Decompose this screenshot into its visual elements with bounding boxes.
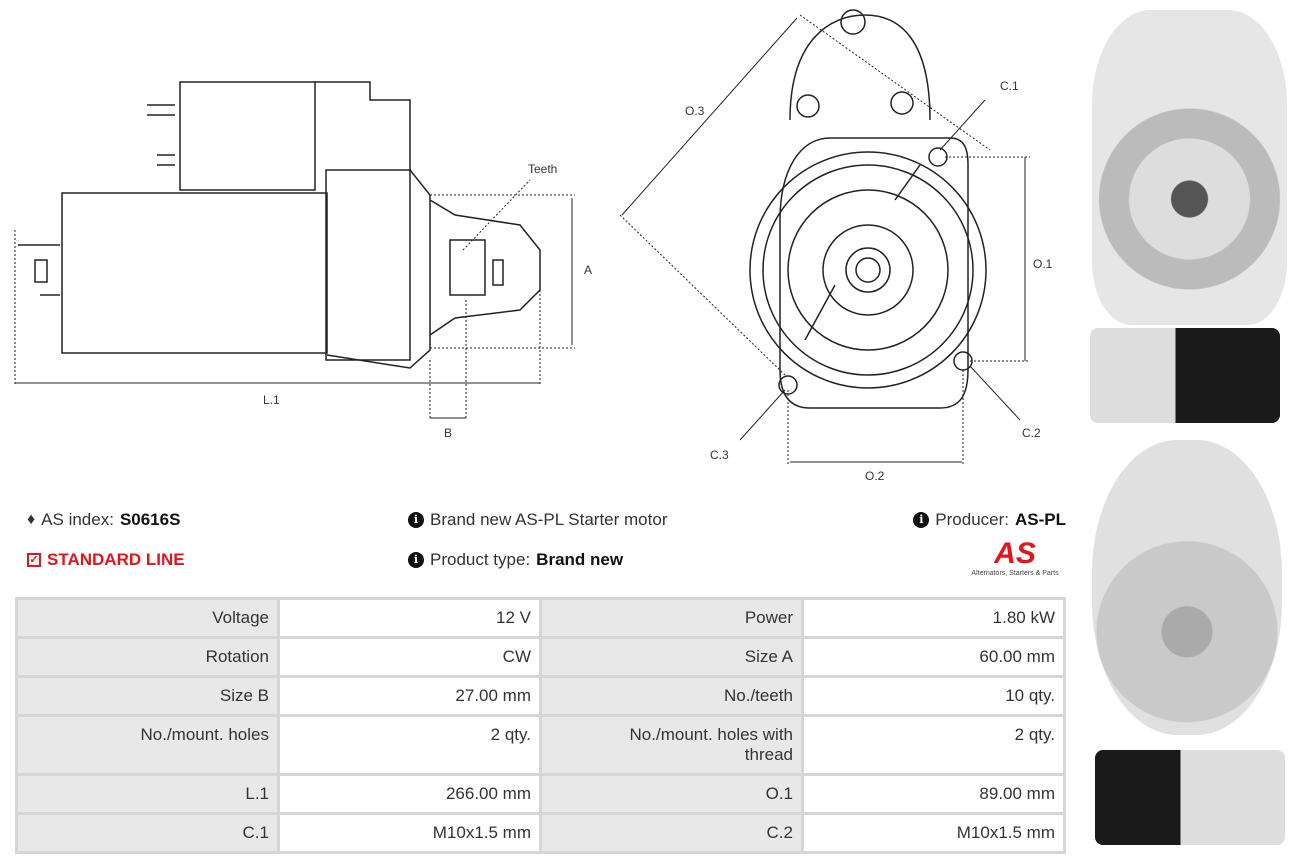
product-photo-side-2 xyxy=(1095,750,1285,845)
description: i Brand new AS-PL Starter motor xyxy=(408,510,667,530)
o2-label: O.2 xyxy=(865,469,885,483)
c3-label: C.3 xyxy=(710,448,729,462)
as-index: ♦ AS index: S0616S xyxy=(27,510,180,530)
c1-label: C.1 xyxy=(1000,79,1019,93)
info-icon: i xyxy=(408,512,424,528)
spec-value: 60.00 mm xyxy=(801,636,1066,678)
checkbox-icon: ✓ xyxy=(27,553,41,567)
spec-key: Size B xyxy=(15,675,280,717)
spec-key: C.1 xyxy=(15,812,280,854)
l1-label: L.1 xyxy=(263,393,280,407)
info-icon: i xyxy=(913,512,930,528)
logo-tagline: Alternators, Starters & Parts xyxy=(971,570,1059,577)
standard-line-label: STANDARD LINE xyxy=(47,550,185,569)
size-b-label: B xyxy=(444,426,452,440)
side-view-drawing: Teeth A B L.1 xyxy=(14,81,592,440)
product-type: i Product type: Brand new xyxy=(408,550,623,570)
spec-key: O.1 xyxy=(539,773,804,815)
product-photo-rear xyxy=(1092,440,1282,735)
info-icon: i xyxy=(408,552,424,568)
spec-value: 89.00 mm xyxy=(801,773,1066,815)
logo-mark: AS xyxy=(960,538,1070,570)
producer-label: Producer: xyxy=(935,510,1009,529)
producer: i Producer: AS-PL xyxy=(913,510,1066,530)
spec-key: C.2 xyxy=(539,812,804,854)
spec-key: Size A xyxy=(539,636,804,678)
front-view-drawing: O.3 C.1 O.1 C.2 C.3 O.2 xyxy=(619,9,1053,483)
o1-label: O.1 xyxy=(1033,257,1053,271)
size-a-label: A xyxy=(584,263,592,277)
c2-label: C.2 xyxy=(1022,426,1041,440)
product-type-label: Product type: xyxy=(430,550,531,569)
spec-value: 10 qty. xyxy=(801,675,1066,717)
standard-line-badge: ✓ STANDARD LINE xyxy=(27,550,185,570)
spec-key: Voltage xyxy=(15,597,280,639)
product-type-value: Brand new xyxy=(536,550,624,569)
as-index-value: S0616S xyxy=(119,510,181,529)
spec-key: No./mount. holes with thread xyxy=(539,714,804,776)
tags-icon: ♦ xyxy=(27,511,36,528)
spec-value: 266.00 mm xyxy=(277,773,542,815)
spec-value: 2 qty. xyxy=(801,714,1066,776)
spec-value: 27.00 mm xyxy=(277,675,542,717)
spec-value: CW xyxy=(277,636,542,678)
product-photo-front xyxy=(1092,10,1287,325)
spec-value: 12 V xyxy=(277,597,542,639)
spec-value: 2 qty. xyxy=(277,714,542,776)
as-index-label: AS index: xyxy=(41,510,114,529)
spec-value: M10x1.5 mm xyxy=(277,812,542,854)
producer-value: AS-PL xyxy=(1015,510,1066,529)
as-pl-logo: AS Alternators, Starters & Parts xyxy=(960,538,1070,578)
spec-value: M10x1.5 mm xyxy=(801,812,1066,854)
o3-label: O.3 xyxy=(685,104,705,118)
spec-key: Rotation xyxy=(15,636,280,678)
teeth-label: Teeth xyxy=(528,162,557,176)
spec-key: No./mount. holes xyxy=(15,714,280,776)
spec-value: 1.80 kW xyxy=(801,597,1066,639)
spec-key: L.1 xyxy=(15,773,280,815)
spec-key: Power xyxy=(539,597,804,639)
description-text: Brand new AS-PL Starter motor xyxy=(430,510,668,529)
spec-key: No./teeth xyxy=(539,675,804,717)
product-photo-side xyxy=(1090,328,1280,423)
